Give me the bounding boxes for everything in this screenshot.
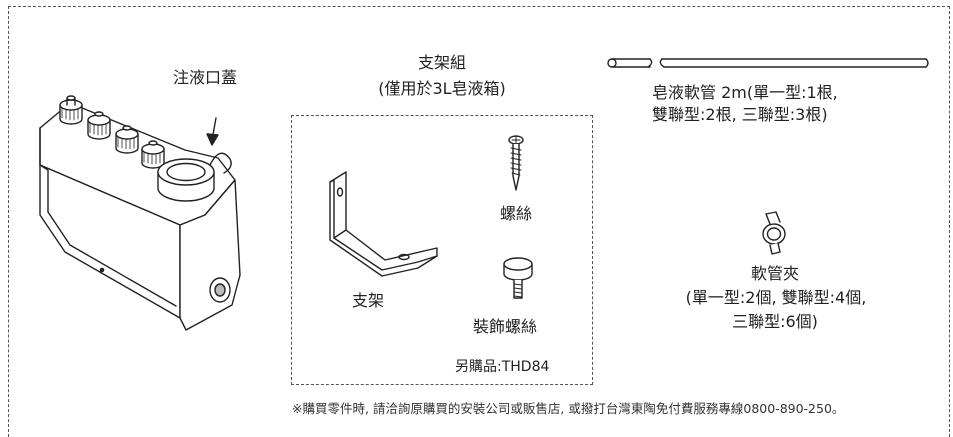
bracket-set-title: 支架組 — [417, 53, 466, 72]
hose-label-line1: 皂液軟管 2m(單一型:1根, — [652, 83, 838, 102]
tank-lid-label: 注液口蓋 — [173, 68, 238, 87]
hose-label-line2: 雙聯型:2根, 三聯型:3根) — [652, 105, 828, 124]
clamp-label-line2: 三聯型:6個) — [732, 312, 818, 331]
purchase-note: ※購買零件時, 請洽詢原購買的安裝公司或販售店, 或撥打台灣東陶免付費服務專線0… — [292, 401, 845, 416]
clamp-title: 軟管夾 — [750, 264, 799, 283]
screw-label: 螺絲 — [500, 204, 533, 223]
illustrations — [39, 58, 929, 331]
screw-illustration — [508, 135, 524, 191]
bracket-set-box — [291, 115, 593, 385]
hose-illustration — [607, 58, 929, 68]
soap-tank-illustration — [39, 95, 241, 331]
bracket-illustration — [329, 171, 438, 277]
decorative-screw-illustration — [503, 257, 533, 299]
clamp-label-line1: (單一型:2個, 雙聯型:4個, — [685, 288, 867, 307]
decorative-screw-label: 裝飾螺絲 — [473, 317, 538, 336]
hose-clamp-illustration — [762, 211, 786, 255]
sold-separately-label: 另購品:THD84 — [455, 359, 550, 375]
diagram-frame — [8, 6, 950, 437]
bracket-label: 支架 — [352, 291, 385, 310]
bracket-set-subtitle: (僅用於3L皂液箱) — [378, 79, 506, 98]
